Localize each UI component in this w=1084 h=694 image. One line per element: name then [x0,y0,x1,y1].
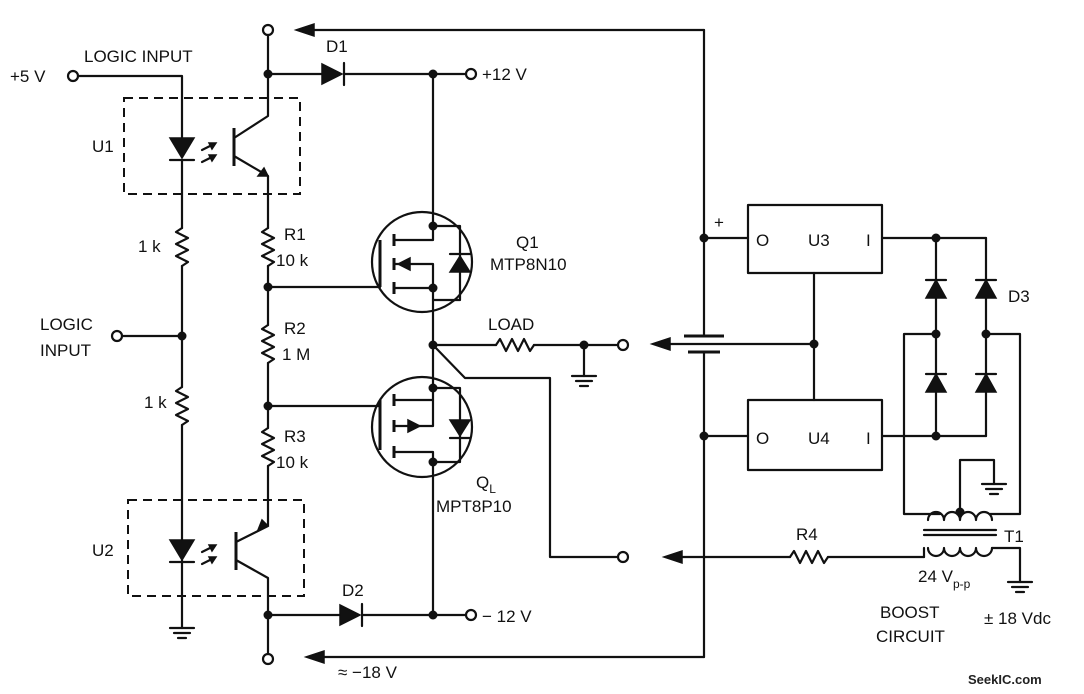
u3-label: U3 [808,231,830,250]
load-resistor [494,337,536,353]
mosfet-q1 [370,72,474,344]
d2-label: D2 [342,581,364,600]
load-branch [431,337,630,564]
transformer-t1 [922,458,1034,594]
boost-label-1: BOOST [880,603,940,622]
regulator-u3 [699,203,988,402]
u3-i-label: I [866,231,871,250]
bridge-d3 [902,233,1022,516]
d1-label: D1 [326,37,348,56]
resistor-r1 [260,226,276,268]
ground-icon [168,626,196,640]
u3-o-label: O [756,231,769,250]
minus12v-label: − 12 V [482,607,532,626]
u2-label: U2 [92,541,114,560]
u4-o-label: O [756,429,769,448]
r3-label: R3 [284,427,306,446]
top-terminal [261,23,275,37]
q1-label: Q1 [516,233,539,252]
r2-label: R2 [284,319,306,338]
r3-value: 10 k [276,453,309,472]
diode-d1 [266,61,478,87]
resistor-1k-top-label: 1 k [138,237,161,256]
labels: LOGIC INPUT +5 V U1 D1 +12 V R1 10 k R2 … [10,37,1051,687]
watermark-label: SeekIC.com [968,672,1042,687]
u4-i-label: I [866,429,871,448]
boost-terminal [616,550,630,564]
rail-feedback [293,22,926,665]
u4-label: U4 [808,429,830,448]
t1-label: T1 [1004,527,1024,546]
regulator-u4 [699,398,988,472]
logic-input-mid-terminal [110,329,124,343]
logic-input-mid-label-1: LOGIC [40,315,93,334]
resistor-r3 [260,426,276,468]
resistor-r4 [788,549,830,565]
optocoupler-u2 [127,464,305,617]
r1-value: 10 k [276,251,309,270]
resistor-1k-top [174,226,190,268]
boost-label-2: CIRCUIT [876,627,945,646]
r1-label: R1 [284,225,306,244]
logic-input-top-label: LOGIC INPUT [84,47,193,66]
plus5v-terminal [66,69,80,83]
ql-label: QL [476,473,496,496]
plusminus18-label: ± 18 Vdc [984,609,1051,628]
bottom-terminal [261,652,275,666]
minus18v-label: ≈ −18 V [338,663,398,682]
load-label: LOAD [488,315,534,334]
optocoupler-u1 [123,74,301,230]
resistor-1k-bottom [174,385,190,427]
mosfet-ql [370,340,474,617]
cap-plus-label: + [714,213,724,232]
r2-value: 1 M [282,345,310,364]
middle-column-wiring [260,23,382,666]
r4-label: R4 [796,525,818,544]
plus5v-label: +5 V [10,67,46,86]
d3-label: D3 [1008,287,1030,306]
q1-part-label: MTP8N10 [490,255,567,274]
minus12v-terminal [464,608,478,622]
resistor-1k-bottom-label: 1 k [144,393,167,412]
ql-part-label: MPT8P10 [436,497,512,516]
u1-label: U1 [92,137,114,156]
load-terminal [616,338,630,352]
vpp-label: 24 Vp-p [918,567,971,591]
resistor-r2 [260,323,276,365]
diode-d2 [266,602,478,628]
plus12v-terminal [464,67,478,81]
logic-input-mid-label-2: INPUT [40,341,91,360]
plus12v-label: +12 V [482,65,528,84]
